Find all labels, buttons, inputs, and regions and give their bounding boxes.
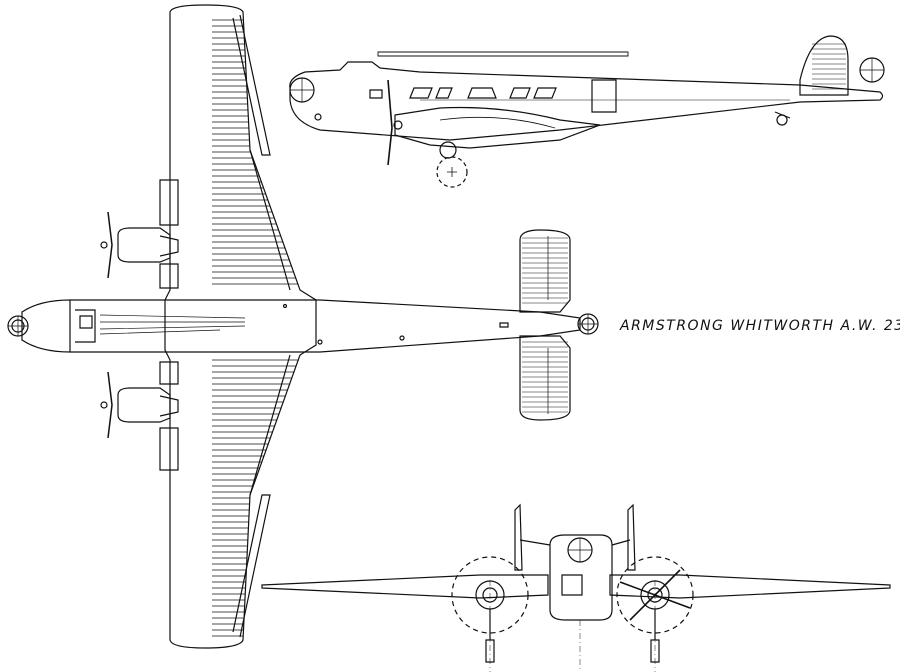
engine-right-disc	[617, 557, 693, 633]
engine-nacelle-upper	[101, 180, 178, 288]
tailplane	[520, 230, 570, 420]
side-fin	[800, 36, 848, 95]
fuselage-outline	[22, 300, 580, 352]
engine-left-disc	[452, 557, 528, 633]
front-view	[262, 505, 890, 672]
wing-outline	[165, 5, 316, 648]
front-wing	[262, 575, 890, 598]
flap-line	[250, 150, 290, 495]
engine-nacelle-lower	[101, 362, 178, 470]
side-fuselage	[290, 62, 883, 140]
aircraft-title: ARMSTRONG WHITWORTH A.W. 23	[620, 318, 900, 334]
plan-view	[8, 5, 598, 648]
aileron-top	[233, 15, 270, 155]
aileron-bottom	[233, 495, 270, 637]
side-view	[290, 36, 884, 187]
front-fuselage	[550, 535, 612, 620]
wheel-retracted-outline	[437, 157, 467, 187]
